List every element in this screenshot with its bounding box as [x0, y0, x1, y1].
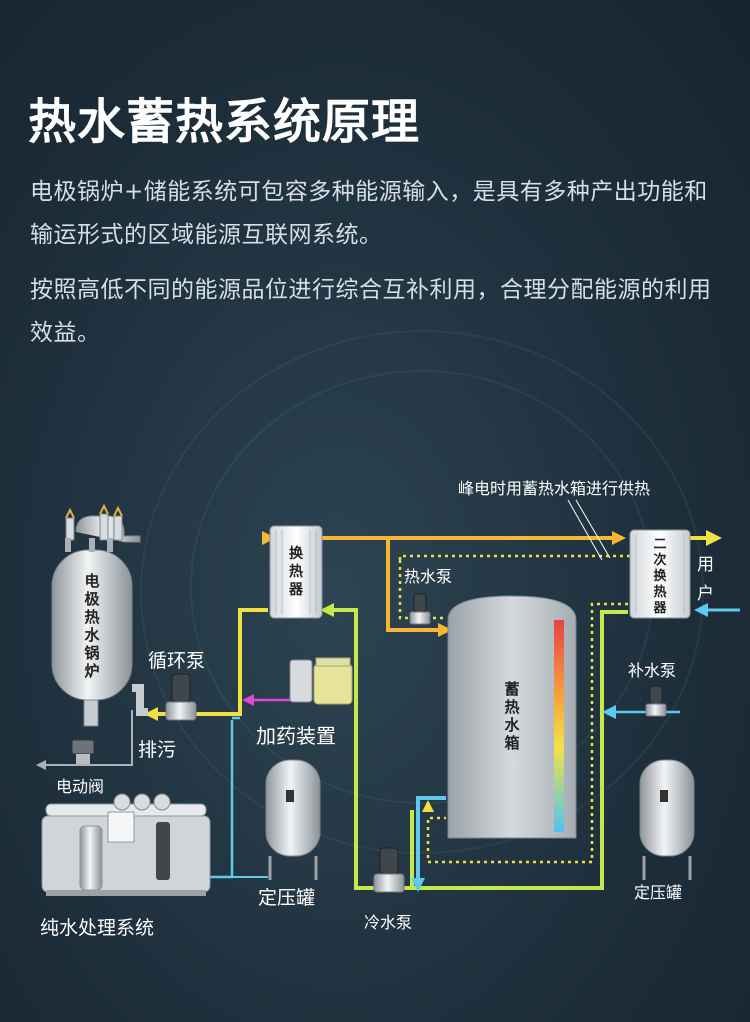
circulation-pump	[165, 673, 197, 721]
flow-arrow	[242, 694, 254, 706]
tank-label-char: 水	[504, 716, 520, 734]
makeup-pump-label: 补水泵	[628, 661, 676, 680]
blowdown-label: 排污	[138, 739, 176, 761]
electric-valve-label: 电动阀	[56, 777, 104, 796]
flow-arrow	[262, 531, 276, 545]
peak-supply-note: 峰电时用蓄热水箱进行供热	[458, 479, 650, 498]
heat-exchanger-1: 换 热 器	[269, 525, 323, 619]
peak-supply-dotted-pipe	[398, 560, 444, 620]
hx1-label-char: 换	[289, 545, 304, 562]
hx2-label-char: 换	[653, 568, 667, 584]
storage-tank: 蓄 热 水 箱	[447, 595, 577, 839]
boiler-label-char: 水	[84, 626, 100, 644]
background-ring	[140, 330, 704, 854]
heat-exchanger-2: 二 次 换 热 器	[629, 529, 691, 619]
pressure-tank-right-label: 定压罐	[634, 883, 682, 902]
page-title: 热水蓄热系统原理	[28, 94, 421, 150]
boiler-label-char: 炉	[84, 662, 99, 680]
circulation-pump-label: 循环泵	[148, 650, 205, 672]
cold-pipe-tank	[416, 796, 446, 880]
flow-arrow	[612, 531, 626, 545]
flow-arrow	[36, 760, 46, 770]
hx1-label-char: 器	[288, 582, 304, 598]
boiler-label-char: 锅	[84, 644, 99, 662]
makeup-water-pump	[645, 685, 667, 717]
user-label-char: 用	[697, 555, 714, 575]
flow-arrow	[144, 707, 158, 721]
boiler-label-char: 极	[84, 590, 100, 608]
dosing-device-label: 加药装置	[256, 724, 336, 748]
hx1-label-char: 热	[289, 563, 303, 580]
circulation-pipe	[154, 608, 268, 716]
flow-arrow	[694, 603, 708, 617]
flow-arrow	[422, 800, 434, 812]
peak-supply-dotted-pipe	[398, 554, 630, 560]
return-pipe-hx2-to-pump	[410, 610, 628, 890]
flow-arrow	[411, 878, 425, 892]
flow-arrow	[706, 530, 722, 546]
user-label-char: 户	[697, 584, 714, 604]
cold-water-pump-label: 冷水泵	[364, 913, 412, 932]
tank-label-char: 蓄	[504, 680, 519, 698]
electric-valve	[71, 739, 95, 764]
annotation-leader	[575, 499, 611, 559]
hx2-label-char: 器	[652, 601, 667, 616]
boiler-label: 电 极 热 水 锅 炉	[84, 572, 100, 680]
pure-water-system-label: 纯水处理系统	[40, 917, 154, 939]
annotation-leader	[567, 499, 603, 561]
system-diagram: 电 极 热 水 锅 炉 换 热 器 二 次 换 热 器 蓄 热 水 箱	[36, 479, 740, 939]
cold-water-pump	[373, 847, 405, 893]
dosing-device	[289, 657, 353, 705]
boiler-label-char: 电	[84, 572, 99, 590]
detail-paragraph: 按照高低不同的能源品位进行综合互补利用，合理分配能源的利用效益。	[30, 277, 712, 346]
hot-pipe-to-tank	[386, 540, 440, 632]
temperature-gradient-bar	[554, 620, 564, 832]
pressure-tank-right	[639, 759, 695, 880]
intro-paragraph: 电极锅炉+储能系统可包容多种能源输入，是具有多种产出功能和输运形式的区域能源互联…	[30, 179, 708, 248]
pressure-tank-left	[265, 759, 321, 880]
peak-return-dotted-pipe	[426, 602, 628, 864]
flow-arrow	[438, 623, 452, 637]
electrode-boiler	[51, 503, 148, 727]
tank-label-char: 热	[504, 698, 519, 716]
pressure-tank-left-label: 定压罐	[258, 887, 315, 909]
return-pipe-to-hx1	[330, 608, 412, 890]
drain-pipe	[44, 710, 133, 766]
pure-water-treatment-unit	[41, 793, 211, 896]
hx2-label-char: 次	[653, 552, 666, 568]
hx2-label-char: 二	[653, 537, 666, 552]
hot-water-pump	[409, 593, 431, 625]
flow-arrow	[602, 705, 616, 719]
hx2-label-char: 热	[653, 584, 666, 600]
tank-label-char: 箱	[504, 734, 519, 752]
boiler-label-char: 热	[84, 608, 99, 626]
hot-water-pump-label: 热水泵	[404, 567, 452, 586]
flow-arrow	[320, 603, 334, 617]
